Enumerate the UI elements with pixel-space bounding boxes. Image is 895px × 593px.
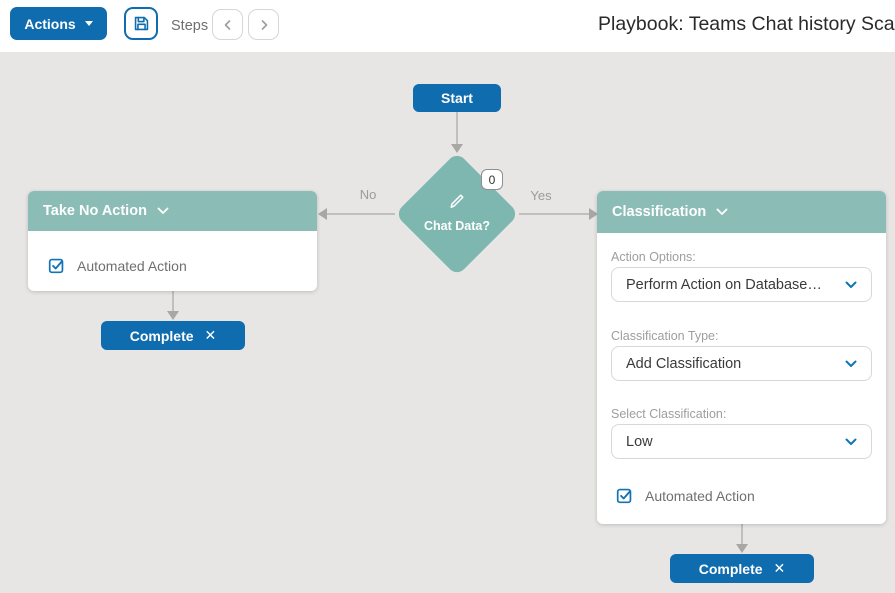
checked-checkbox-icon [616, 487, 633, 504]
take-no-action-card: Take No Action Automated Action [28, 191, 317, 291]
save-icon [132, 14, 151, 33]
action-options-label: Action Options: [611, 250, 696, 264]
chevron-right-icon [258, 19, 270, 31]
take-no-action-header[interactable]: Take No Action [28, 191, 317, 231]
complete-button-left[interactable]: Complete ✕ [101, 321, 245, 350]
action-options-select[interactable]: Perform Action on Database… [611, 267, 872, 302]
checked-checkbox-icon [48, 257, 65, 274]
select-classification-select[interactable]: Low [611, 424, 872, 459]
toolbar: Actions Steps Playbook: Teams Chat histo… [0, 0, 895, 52]
connector-arrows [167, 112, 748, 553]
caret-down-icon [84, 21, 93, 26]
classification-header[interactable]: Classification [597, 191, 886, 233]
close-icon[interactable]: ✕ [773, 560, 786, 576]
chevron-down-icon [845, 281, 857, 289]
decision-count-value: 0 [488, 172, 496, 187]
yes-branch-label: Yes [530, 188, 552, 203]
chevron-left-icon [222, 19, 234, 31]
page-title: Playbook: Teams Chat history Sca [598, 13, 895, 35]
chevron-down-icon [157, 207, 169, 215]
automated-action-label: Automated Action [645, 487, 755, 504]
chevron-down-icon [845, 360, 857, 368]
classification-type-label: Classification Type: [611, 329, 719, 343]
chevron-down-icon [845, 438, 857, 446]
no-branch-label: No [359, 187, 377, 202]
classification-title: Classification [612, 204, 707, 220]
complete-label: Complete [129, 327, 194, 344]
playbook-canvas[interactable]: No Yes Start Chat Data? 0 Take No Action [0, 52, 895, 593]
steps-next-button[interactable] [248, 9, 279, 40]
decision-node-label: Chat Data? [424, 219, 490, 233]
start-node-label: Start [441, 90, 473, 106]
take-no-action-title: Take No Action [43, 203, 147, 219]
classification-card: Classification Action Options: Perform A… [597, 191, 886, 524]
complete-button-right[interactable]: Complete ✕ [670, 554, 814, 583]
classification-type-value: Add Classification [626, 355, 742, 372]
complete-label: Complete [698, 560, 763, 577]
chevron-down-icon [716, 208, 728, 216]
actions-button[interactable]: Actions [10, 7, 107, 40]
decision-count-badge[interactable]: 0 [481, 169, 503, 190]
select-classification-value: Low [626, 433, 653, 450]
classification-type-select[interactable]: Add Classification [611, 346, 872, 381]
automated-action-label: Automated Action [77, 257, 187, 274]
select-classification-label: Select Classification: [611, 407, 727, 421]
close-icon[interactable]: ✕ [204, 327, 217, 343]
automated-action-checkbox-row[interactable]: Automated Action [616, 487, 886, 504]
actions-button-label: Actions [24, 15, 76, 32]
action-options-value: Perform Action on Database… [626, 276, 822, 293]
steps-label: Steps [171, 18, 209, 34]
save-button[interactable] [124, 7, 158, 40]
automated-action-checkbox-row[interactable]: Automated Action [48, 257, 317, 274]
steps-prev-button[interactable] [212, 9, 243, 40]
edit-pencil-icon [447, 191, 467, 211]
start-node[interactable]: Start [413, 84, 501, 112]
